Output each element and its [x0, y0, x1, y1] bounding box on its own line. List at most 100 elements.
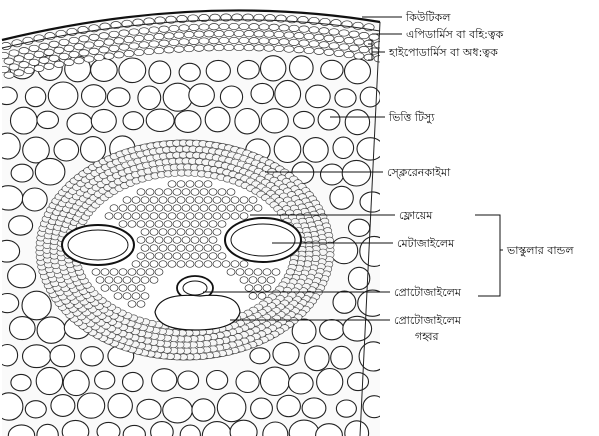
- hypodermis-cell: [274, 31, 284, 37]
- phloem-cell: [209, 237, 217, 244]
- hypodermis-cell: [64, 45, 74, 51]
- phloem-cell: [119, 205, 127, 212]
- parenchyma-cell: [273, 342, 299, 365]
- hypodermis-cell: [324, 49, 334, 55]
- hypodermis-cell: [84, 42, 94, 48]
- hypodermis-cell: [14, 56, 24, 62]
- phloem-cell: [200, 253, 208, 260]
- hypodermis-cell: [194, 45, 204, 51]
- parenchyma-cell: [251, 398, 273, 419]
- hypodermis-cell: [114, 38, 124, 44]
- phloem-cell: [263, 269, 271, 276]
- hypodermis-cell: [259, 24, 269, 30]
- phloem-cell: [101, 269, 109, 276]
- parenchyma-cell: [321, 164, 344, 185]
- parenchyma-cell: [22, 291, 51, 320]
- phloem-cell: [164, 189, 172, 196]
- phloem-cell: [195, 229, 203, 236]
- phloem-cell: [200, 237, 208, 244]
- phloem-cell: [204, 213, 212, 220]
- parenchyma-cell: [348, 267, 369, 289]
- parenchyma-cell: [0, 186, 23, 210]
- sclerenchyma-cell: [286, 269, 294, 275]
- hypodermis-cell: [0, 52, 9, 58]
- parenchyma-cell: [138, 86, 161, 110]
- parenchyma-cell: [22, 188, 47, 211]
- phloem-cell: [159, 213, 167, 220]
- parenchyma-cell: [260, 367, 289, 395]
- hypodermis-cell: [234, 30, 244, 36]
- phloem-cell: [240, 277, 248, 284]
- hypodermis-cell: [314, 34, 324, 40]
- phloem-cell: [150, 213, 158, 220]
- hypodermis-cell: [369, 34, 379, 40]
- phloem-cell: [150, 277, 158, 284]
- hypodermis-cell: [324, 35, 334, 41]
- phloem-cell: [173, 221, 181, 228]
- phloem-cell: [141, 213, 149, 220]
- phloem-cell: [254, 285, 262, 292]
- parenchyma-cell: [333, 137, 354, 158]
- phloem-cell: [263, 285, 271, 292]
- hypodermis-cell: [309, 41, 319, 47]
- hypodermis-cell: [134, 49, 144, 55]
- hypodermis-cell: [269, 38, 279, 44]
- hypodermis-cell: [204, 31, 214, 37]
- phloem-cell: [159, 261, 167, 268]
- phloem-cell: [155, 205, 163, 212]
- phloem-cell: [227, 205, 235, 212]
- protoxylem-cavity: [155, 295, 240, 330]
- phloem-cell: [222, 261, 230, 268]
- phloem-cell: [105, 213, 113, 220]
- hypodermis-cell: [124, 36, 134, 42]
- phloem-cell: [177, 213, 185, 220]
- hypodermis-cell: [119, 44, 129, 50]
- hypodermis-cell: [24, 53, 34, 59]
- phloem-cell: [249, 197, 257, 204]
- phloem-cell: [141, 293, 149, 300]
- label-protoxylem-cavity-line1: প্রোটোজাইলেম: [394, 314, 462, 327]
- phloem-cell: [200, 205, 208, 212]
- phloem-cell: [137, 189, 145, 196]
- phloem-cell: [146, 205, 154, 212]
- phloem-cell: [173, 205, 181, 212]
- phloem-cell: [231, 261, 239, 268]
- hypodermis-cell: [289, 39, 299, 45]
- parenchyma-cell: [360, 192, 385, 212]
- hypodermis-cell: [104, 39, 114, 45]
- hypodermis-cell: [54, 61, 64, 67]
- hypodermis-cell: [74, 58, 84, 64]
- label-cuticle: কিউটিকল: [405, 11, 451, 24]
- phloem-cell: [177, 229, 185, 236]
- phloem-cell: [272, 269, 280, 276]
- phloem-cell: [114, 277, 122, 284]
- phloem-cell: [168, 229, 176, 236]
- phloem-cell: [209, 221, 217, 228]
- hypodermis-cell: [154, 33, 164, 39]
- hypodermis-cell: [149, 41, 159, 47]
- parenchyma-cell: [0, 345, 18, 366]
- phloem-cell: [200, 189, 208, 196]
- phloem-cell: [195, 261, 203, 268]
- label-ground-tissue: ভিত্তি টিস্যু: [388, 111, 435, 124]
- hypodermis-cell: [214, 44, 224, 50]
- hypodermis-cell: [209, 24, 219, 30]
- hypodermis-cell: [279, 25, 289, 31]
- phloem-cell: [240, 261, 248, 268]
- phloem-cell: [123, 197, 131, 204]
- phloem-cell: [204, 245, 212, 252]
- hypodermis-cell: [224, 44, 234, 50]
- phloem-cell: [209, 253, 217, 260]
- phloem-cell: [254, 269, 262, 276]
- phloem-cell: [168, 181, 176, 188]
- hypodermis-cell: [114, 52, 124, 58]
- parenchyma-cell: [9, 317, 35, 340]
- parenchyma-cell: [360, 87, 380, 107]
- phloem-cell: [191, 221, 199, 228]
- phloem-cell: [141, 229, 149, 236]
- hypodermis-cell: [139, 28, 149, 34]
- phloem-cell: [191, 237, 199, 244]
- hypodermis-cell: [354, 53, 364, 59]
- phloem-cell: [182, 189, 190, 196]
